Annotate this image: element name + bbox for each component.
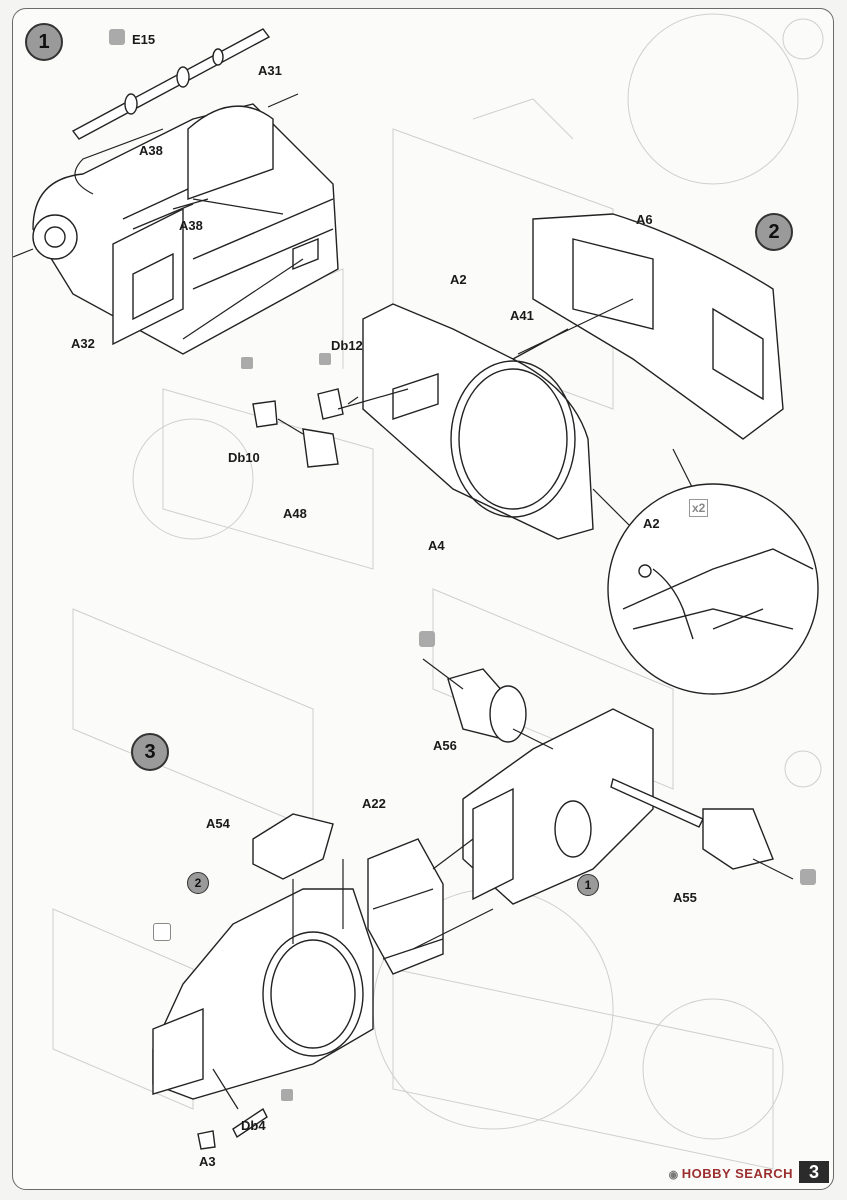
step3-final-assembly <box>152 668 774 1150</box>
instruction-sheet: 1 2 3 E15 A31 A38 A38 A32 Db12 Db10 A48 … <box>12 8 834 1190</box>
part-label-e15: E15 <box>132 32 156 47</box>
part-label-a55: A55 <box>673 890 697 905</box>
part-label-a6: A6 <box>636 212 653 227</box>
step-2-marker: 2 <box>755 213 793 251</box>
step1-gearbox-housing <box>32 28 339 355</box>
part-label-a31: A31 <box>258 63 282 78</box>
part-label-a3: A3 <box>199 1154 216 1169</box>
part-label-a38-bottom: A38 <box>179 218 203 233</box>
glue-icon <box>281 1089 293 1101</box>
step3-arrows <box>212 658 794 1110</box>
part-label-a32: A32 <box>71 336 95 351</box>
glue-icon <box>241 357 253 369</box>
part-label-a56: A56 <box>433 738 457 753</box>
part-label-db12: Db12 <box>331 338 363 353</box>
ref-step-2-bubble: 2 <box>187 872 209 894</box>
step2-detail-circle <box>607 483 819 695</box>
glue-icon <box>419 631 435 647</box>
part-label-a48: A48 <box>283 506 307 521</box>
step-3-marker: 3 <box>131 733 169 771</box>
part-label-a41: A41 <box>510 308 534 323</box>
step1-arrows <box>13 93 304 340</box>
step-1-marker: 1 <box>25 23 63 61</box>
part-label-a54: A54 <box>206 816 230 831</box>
ref-step-1-bubble: 1 <box>577 874 599 896</box>
part-label-db10: Db10 <box>228 450 260 465</box>
assembly-drawings <box>13 13 824 1170</box>
part-label-a4: A4 <box>428 538 445 553</box>
page-number: 3 <box>799 1161 829 1183</box>
part-label-a22: A22 <box>362 796 386 811</box>
glue-icon <box>319 353 331 365</box>
part-label-a38-top: A38 <box>139 143 163 158</box>
quantity-badge: x2 <box>689 499 709 517</box>
no-glue-icon <box>153 923 171 941</box>
step2-bellhousing <box>252 213 784 540</box>
watermark: ◉HOBBY SEARCH <box>668 1166 793 1181</box>
step2-arrows <box>277 298 704 530</box>
part-label-a2-detail: A2 <box>643 516 660 531</box>
glue-icon <box>800 869 816 885</box>
part-label-a2-top: A2 <box>450 272 467 287</box>
part-label-db4: Db4 <box>241 1118 266 1133</box>
glue-icon <box>109 29 125 45</box>
